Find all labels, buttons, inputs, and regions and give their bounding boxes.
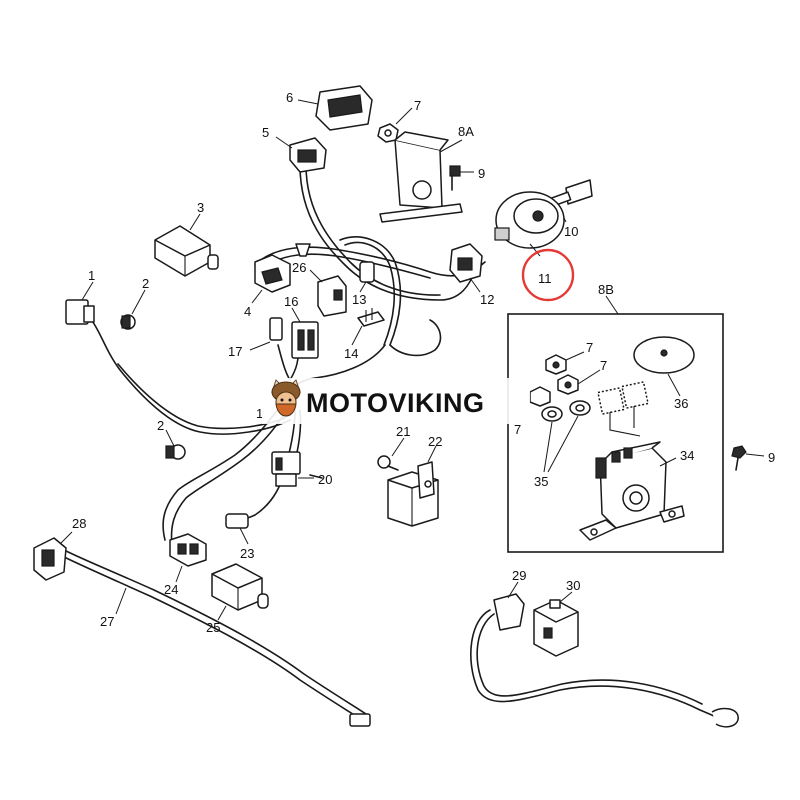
callout-6: 6 [286, 90, 293, 105]
callout-4: 4 [244, 304, 251, 319]
callout-3: 3 [197, 200, 204, 215]
callout-9-inset: 9 [768, 450, 775, 465]
part-12-connector [449, 243, 483, 293]
callout-26: 26 [292, 260, 306, 275]
part-2-clip-upper [120, 289, 146, 330]
part-27-harness [59, 549, 371, 727]
highlight-circle [521, 248, 575, 302]
callout-8a: 8A [458, 124, 474, 139]
inset-8b-box [507, 295, 765, 553]
part-28-connector [33, 531, 73, 581]
part-5-connector [275, 136, 327, 173]
callout-36: 36 [674, 396, 688, 411]
callout-1-mid: 1 [256, 406, 263, 421]
callout-28: 28 [72, 516, 86, 531]
callout-14: 14 [344, 346, 358, 361]
callout-1: 1 [88, 268, 95, 283]
callout-12: 12 [480, 292, 494, 307]
callout-16: 16 [284, 294, 298, 309]
callout-10: 10 [564, 224, 578, 239]
callout-23: 23 [240, 546, 254, 561]
callout-21: 21 [396, 424, 410, 439]
callouts: 1 2 2 3 4 5 6 7 8A 9 10 11 12 13 14 16 1… [72, 90, 775, 635]
part-13-clip [359, 261, 375, 293]
part-20-connector [271, 451, 314, 487]
part-17-connector [249, 317, 283, 351]
callout-30: 30 [566, 578, 580, 593]
part-2-clip-lower [165, 429, 186, 460]
part-26-connector [295, 243, 347, 317]
watermark-text: MOTOVIKING [306, 388, 485, 418]
part-9-bolt [449, 165, 474, 191]
callout-9-top: 9 [478, 166, 485, 181]
callout-34: 34 [680, 448, 694, 463]
callout-7-inset-c: 7 [514, 422, 521, 437]
part-1-connector [65, 281, 95, 325]
callout-2-lower: 2 [157, 418, 164, 433]
callout-29: 29 [512, 568, 526, 583]
callout-5: 5 [262, 125, 269, 140]
callout-27: 27 [100, 614, 114, 629]
part-7-nut [377, 107, 413, 143]
part-4-connector [251, 254, 291, 304]
callout-8b: 8B [598, 282, 614, 297]
part-24-connector [169, 533, 207, 583]
part-22-relay [387, 445, 439, 527]
part-14-clip [351, 308, 385, 346]
callout-17: 17 [228, 344, 242, 359]
part-11-ignition-switch [494, 191, 565, 257]
callout-2-upper: 2 [142, 276, 149, 291]
callout-7-top: 7 [414, 98, 421, 113]
part-21-screw [377, 437, 405, 471]
part-3-relay [154, 213, 219, 277]
watermark: MOTOVIKING [262, 378, 530, 424]
callout-20: 20 [318, 472, 332, 487]
callout-7-inset-a: 7 [586, 340, 593, 355]
part-16-connector [291, 307, 319, 359]
part-6-switch [297, 85, 373, 131]
part-23-connector [225, 513, 249, 545]
part-29-harness [470, 581, 739, 728]
part-30-switch [533, 591, 579, 657]
callout-13: 13 [352, 292, 366, 307]
part-8a-solenoid [379, 131, 463, 223]
callout-7-inset-b: 7 [600, 358, 607, 373]
callout-25: 25 [206, 620, 220, 635]
viking-mascot-icon [271, 379, 301, 417]
callout-24: 24 [164, 582, 178, 597]
callout-35: 35 [534, 474, 548, 489]
part-25-switch [211, 563, 269, 621]
callout-11: 11 [538, 271, 552, 286]
callout-22: 22 [428, 434, 442, 449]
